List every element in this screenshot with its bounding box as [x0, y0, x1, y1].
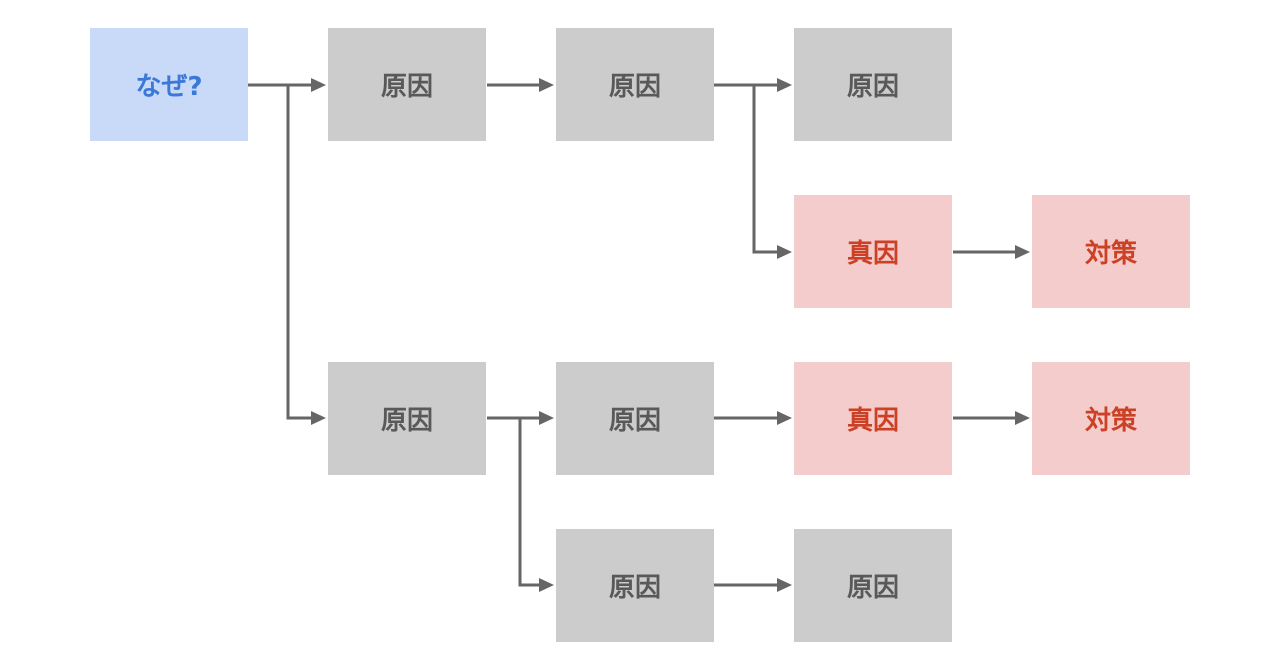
arrowhead [777, 245, 792, 259]
arrowhead [1015, 411, 1030, 425]
cause-node-top-level2: 原因 [556, 28, 714, 141]
arrowhead [539, 411, 554, 425]
countermeasure-node-bottom: 対策 [1032, 362, 1190, 475]
connector-bottom-l1-to-lowest [518, 418, 541, 587]
connector-top-l2-to-root [752, 85, 779, 254]
arrowhead [777, 78, 792, 92]
arrowhead [1015, 245, 1030, 259]
countermeasure-node-top: 対策 [1032, 195, 1190, 308]
question-node: なぜ? [90, 28, 248, 141]
cause-node-lowest-level3: 原因 [794, 529, 952, 642]
root-cause-node-top: 真因 [794, 195, 952, 308]
connector-question-to-bottom-cause [286, 85, 313, 420]
cause-node-bottom-level1: 原因 [328, 362, 486, 475]
root-cause-node-bottom: 真因 [794, 362, 952, 475]
cause-node-top-level3: 原因 [794, 28, 952, 141]
cause-node-bottom-level2: 原因 [556, 362, 714, 475]
cause-node-lowest-level2: 原因 [556, 529, 714, 642]
arrowhead [777, 578, 792, 592]
arrowhead [311, 411, 326, 425]
arrowhead [539, 78, 554, 92]
arrowhead [777, 411, 792, 425]
arrowhead [311, 78, 326, 92]
arrowhead [539, 578, 554, 592]
cause-node-top-level1: 原因 [328, 28, 486, 141]
